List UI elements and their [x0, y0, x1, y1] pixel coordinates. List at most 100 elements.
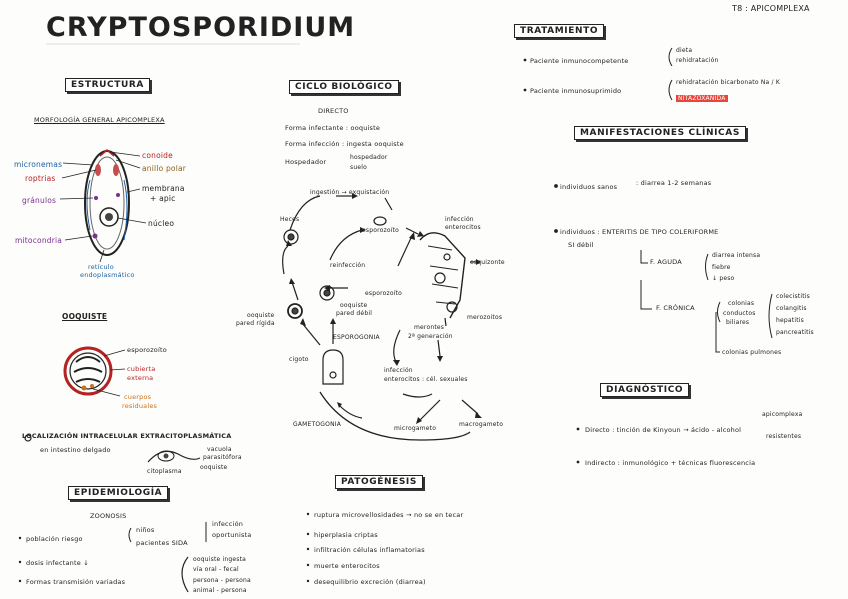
ciclo-directo: DIRECTO — [318, 107, 349, 115]
ciclo-infeccion-2: enterocitos — [445, 224, 481, 231]
man-i2: individuos : ENTERITIS DE TIPO COLERIFOR… — [560, 228, 719, 236]
man-aguda: F. AGUDA — [650, 258, 682, 266]
pato-item-4: muerte enterocitos — [314, 562, 380, 570]
ciclo-merontes-1: merontes — [414, 324, 445, 331]
man-i2b: SI débil — [568, 241, 594, 249]
epi-brace-2 — [181, 556, 189, 593]
diag-d1b: resistentes — [766, 433, 802, 440]
manifestaciones-tree — [554, 184, 773, 353]
epi-t4: animal - persona — [193, 587, 247, 594]
ciclo-l3b: suelo — [350, 164, 367, 171]
ciclo-ooquiste-rigida-1: ooquiste — [247, 312, 275, 319]
ciclo-infeccion-1: infección — [445, 216, 474, 223]
man-ag1: diarrea intensa — [712, 252, 761, 259]
diag-d1a: apicomplexa — [762, 411, 803, 418]
label-mitocondria: mitocondria — [15, 236, 63, 245]
ooquiste-drawing — [63, 346, 126, 397]
trat-p2a: rehidratación bicarbonato Na / K — [676, 79, 780, 86]
epi-bullet-1: población riesgo — [26, 535, 83, 543]
ciclo-gametogonia: GAMETOGONIA — [293, 421, 342, 428]
ooquiste-heading: OOQUISTE — [62, 312, 108, 321]
trat-p1b: rehidratación — [676, 57, 719, 64]
patogenesis-heading: PATOGÉNESIS — [335, 475, 423, 489]
ciclo-esporozoito-2: esporozoíto — [365, 290, 403, 297]
man-cr5: colangitis — [776, 305, 807, 312]
ciclo-l3a: hospedador — [350, 154, 388, 161]
label-endoplasmatico: endoplasmático — [80, 271, 135, 279]
epi-oportunista: oportunista — [212, 531, 252, 539]
ciclo-infeccion-sex-1: infección — [384, 367, 413, 374]
epi-t1: ooquiste ingesta — [193, 556, 247, 563]
pato-item-1: ruptura microvellosidades → no se en tec… — [314, 511, 464, 519]
ciclo-esquizonte: esquizonte — [470, 259, 505, 266]
label-reticulo: retículo — [88, 263, 114, 271]
ciclo-l2: Forma infección : ingesta ooquiste — [285, 140, 404, 148]
label-vacuola: vacuola — [207, 446, 232, 453]
label-ooquiste-small: ooquiste — [200, 464, 228, 471]
pato-item-5: desequilibrio excreción (diarrea) — [314, 578, 426, 586]
trat-brace-2 — [668, 79, 673, 101]
label-granulos: gránulos — [22, 196, 57, 205]
morfologia-subheading: MORFOLOGÍA GENERAL APICOMPLEXA — [34, 116, 165, 124]
diagnostico-heading: DIAGNÓSTICO — [600, 383, 690, 397]
trat-p2b: NITAZOXANIDA — [676, 95, 728, 102]
epi-t3: persona - persona — [193, 577, 251, 584]
ciclo-heces: Heces — [280, 216, 300, 223]
tratamiento-heading: TRATAMIENTO — [514, 24, 605, 38]
ciclo-macrogameto: macrogameto — [459, 421, 504, 428]
epi-brace-1 — [128, 527, 132, 543]
man-cr2: conductos — [723, 310, 756, 317]
label-zoonosis: ZOONOSIS — [90, 512, 127, 520]
label-nucleo: núcleo — [148, 219, 175, 228]
header-tag: T8 : APICOMPLEXA — [732, 4, 810, 13]
localizacion-text: LOCALIZACIÓN INTRACELULAR EXTRACITOPLASM… — [22, 432, 232, 440]
ciclo-ooquiste-debil-1: ooquiste — [340, 302, 368, 309]
epi-bullet-3: Formas transmisión variadas — [26, 578, 126, 586]
trat-brace-1 — [668, 47, 673, 67]
label-apic: + apic — [150, 194, 176, 203]
label-cuerpos: cuerpos — [124, 393, 152, 401]
page-title: CRYPTOSPORIDIUM — [46, 12, 356, 43]
label-externa: externa — [127, 374, 154, 382]
ciclo-ooquiste-debil-2: pared débil — [336, 310, 373, 317]
label-membrana: membrana — [142, 184, 185, 193]
diag-d1: Directo : tinción de Kinyoun → ácido - a… — [585, 426, 742, 434]
label-esporozoito: esporozoíto — [127, 346, 167, 354]
localizacion-drawing — [147, 450, 201, 463]
man-cr4: colecistitis — [776, 293, 810, 300]
epi-ninos: niños — [136, 526, 155, 534]
ciclo-merontes-2: 2ª generación — [408, 333, 453, 340]
diag-d2: Indirecto : inmunológico + técnicas fluo… — [585, 459, 756, 467]
man-i1: individuos sanos — [560, 183, 618, 191]
man-ag2: fiebre — [712, 264, 731, 271]
pato-item-2: hiperplasia criptas — [314, 531, 378, 539]
man-cr6: hepatitis — [776, 317, 804, 324]
epi-infeccion: infección — [212, 520, 244, 528]
ciclo-ooquiste-rigida-2: pared rígida — [236, 320, 275, 327]
label-residuales: residuales — [122, 402, 158, 410]
label-micronemas: micronemas — [14, 160, 63, 169]
label-citoplasma: citoplasma — [147, 468, 182, 475]
estructura-heading: ESTRUCTURA — [65, 78, 150, 92]
ciclo-l3: Hospedador — [285, 158, 327, 166]
manifestaciones-heading: MANIFESTACIONES CLÍNICAS — [574, 126, 746, 140]
man-ag3: ↓ peso — [712, 275, 735, 282]
ciclo-ingesta: ingestión → exquistación — [310, 189, 390, 196]
trat-p2: Paciente inmunosuprimido — [530, 87, 622, 95]
ciclo-heading: CICLO BIOLÓGICO — [289, 80, 399, 94]
ciclo-merozoitos: merozoitos — [467, 314, 503, 321]
man-cr3: biliares — [726, 319, 750, 326]
man-cr1: colonias — [728, 300, 755, 307]
ciclo-drawing — [282, 195, 479, 441]
label-roptrias: roptrias — [25, 174, 56, 183]
ciclo-cigoto: cigoto — [289, 356, 309, 363]
label-conoide: conoide — [142, 151, 173, 160]
trat-p1: Paciente inmunocompetente — [530, 57, 629, 65]
epi-bullet-2: dosis infectante ↓ — [26, 559, 89, 567]
man-cronica: F. CRÓNICA — [656, 304, 695, 312]
ciclo-esporozoito: esporozoíto — [362, 227, 400, 234]
ciclo-l1: Forma infectante : ooquiste — [285, 124, 381, 132]
label-anillo-polar: anillo polar — [142, 164, 187, 173]
